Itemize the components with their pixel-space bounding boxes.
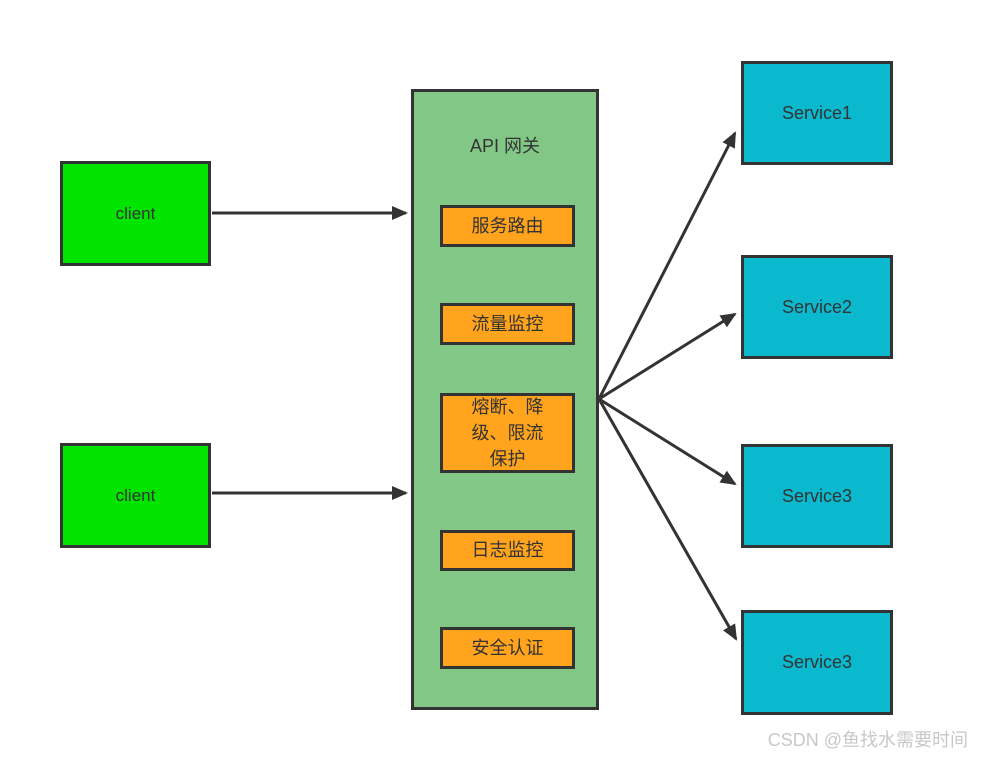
feature-label: 熔断、降级、限流保护 bbox=[471, 396, 544, 470]
feature-label: 服务路由 bbox=[471, 215, 544, 236]
gateway-feature-service-routing: 服务路由 bbox=[440, 205, 575, 247]
service-node-1: Service1 bbox=[741, 61, 893, 165]
arrow-gateway-to-service1 bbox=[597, 131, 737, 400]
service-node-label: Service1 bbox=[781, 102, 853, 123]
arrow-gateway-to-service4 bbox=[597, 398, 738, 641]
service-node-label: Service3 bbox=[781, 652, 853, 672]
gateway-feature-circuit-breaker-protection: 熔断、降级、限流保护 bbox=[440, 393, 575, 473]
service-node-label: Service2 bbox=[781, 296, 853, 317]
client-node-2: client bbox=[60, 443, 211, 548]
service-node-label: Service3 bbox=[781, 485, 853, 506]
gateway-feature-log-monitoring: 日志监控 bbox=[440, 530, 575, 571]
client-node-1: client bbox=[60, 161, 211, 266]
arrow-gateway-to-service3 bbox=[598, 397, 737, 486]
client-node-label: client bbox=[115, 203, 156, 223]
csdn-watermark: CSDN @鱼找水需要时间 bbox=[767, 730, 968, 750]
arrow-gateway-to-service2 bbox=[598, 312, 737, 401]
gateway-feature-security-auth: 安全认证 bbox=[440, 627, 575, 669]
feature-label: 日志监控 bbox=[471, 540, 544, 561]
feature-label: 安全认证 bbox=[471, 637, 544, 658]
api-gateway-title: API 网关 bbox=[469, 136, 540, 156]
client-node-label: client bbox=[115, 485, 156, 505]
service-node-4: Service3 bbox=[741, 610, 893, 715]
service-node-2: Service2 bbox=[741, 255, 893, 359]
gateway-feature-traffic-monitoring: 流量监控 bbox=[440, 303, 575, 345]
feature-label: 流量监控 bbox=[471, 313, 544, 334]
service-node-3: Service3 bbox=[741, 444, 893, 548]
